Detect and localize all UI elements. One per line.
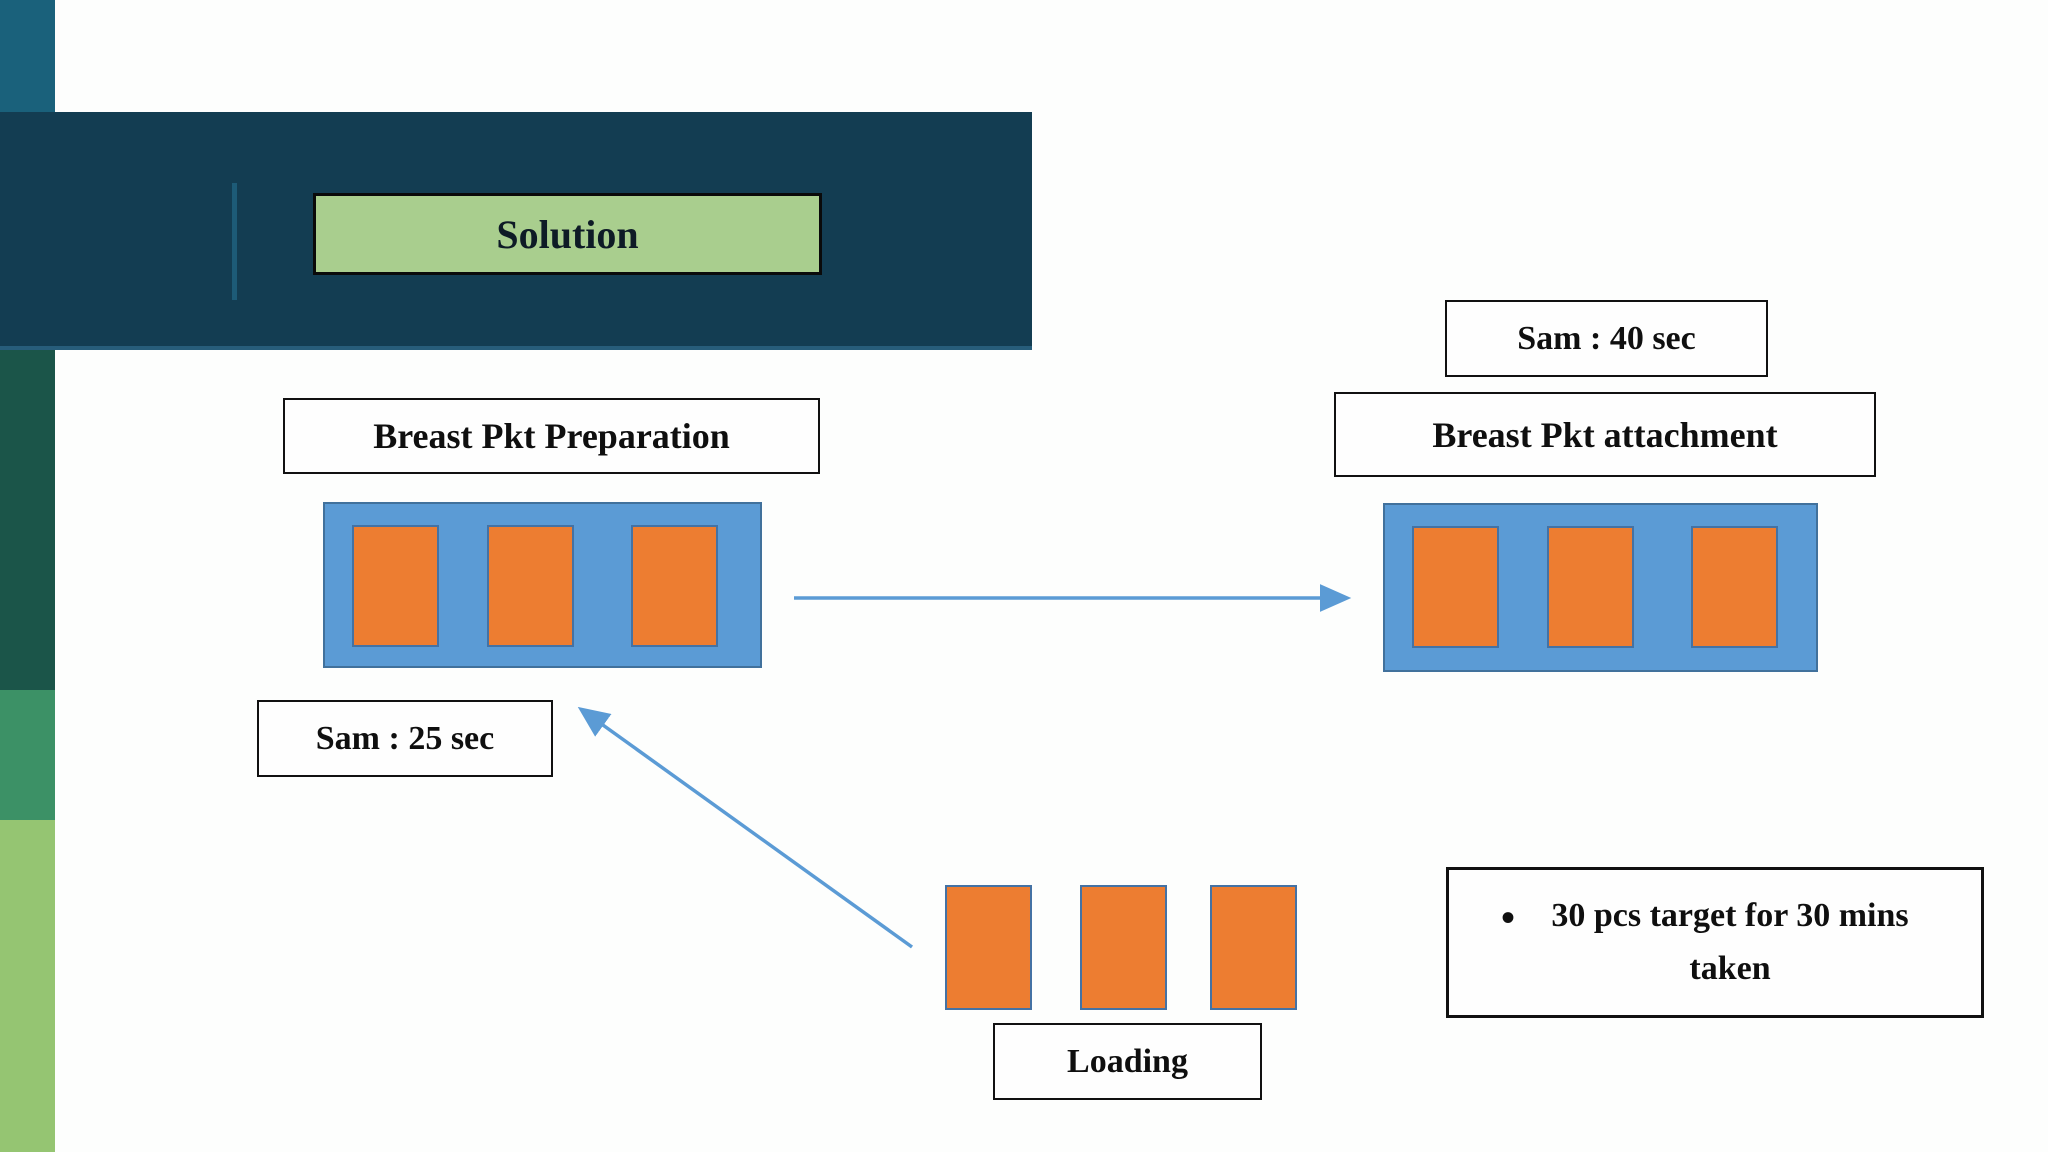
label-box-sam-40: Sam : 40 sec [1445, 300, 1768, 377]
sidebar-stripe-dark-green [0, 350, 55, 690]
piece-rect [945, 885, 1032, 1010]
piece-rect [1210, 885, 1297, 1010]
preparation-label: Breast Pkt Preparation [373, 416, 730, 456]
label-box-attachment: Breast Pkt attachment [1334, 392, 1876, 477]
sidebar-stripe-light-green [0, 820, 55, 1152]
piece-rect [487, 525, 574, 647]
bullet-icon: • [1501, 895, 1516, 940]
piece-rect [631, 525, 718, 647]
piece-rect [1691, 526, 1778, 648]
loading-label: Loading [1067, 1042, 1188, 1080]
sam-25-label: Sam : 25 sec [315, 719, 495, 757]
banner-accent-line [232, 183, 237, 300]
sam-40-label: Sam : 40 sec [1517, 319, 1696, 357]
slide-title: Solution [496, 211, 639, 257]
slide-title-box: Solution [313, 193, 822, 275]
sidebar-stripe-mid-green [0, 690, 55, 820]
piece-rect [1080, 885, 1167, 1010]
piece-rect [352, 525, 439, 647]
sidebar-stripe-teal [0, 0, 55, 112]
target-note-line1: 30 pcs target for 30 mins [1551, 896, 1909, 934]
station-container-preparation [323, 502, 762, 668]
piece-rect [1547, 526, 1634, 648]
label-box-loading: Loading [993, 1023, 1262, 1100]
target-note-box: • 30 pcs target for 30 mins taken [1446, 867, 1984, 1018]
label-box-preparation: Breast Pkt Preparation [283, 398, 820, 474]
arrow-loading-to-preparation [577, 706, 914, 949]
target-note-line2: taken [1689, 949, 1771, 987]
label-box-sam-25: Sam : 25 sec [257, 700, 553, 777]
piece-rect [1412, 526, 1499, 648]
attachment-label: Breast Pkt attachment [1432, 414, 1778, 455]
station-container-attachment [1383, 503, 1818, 672]
